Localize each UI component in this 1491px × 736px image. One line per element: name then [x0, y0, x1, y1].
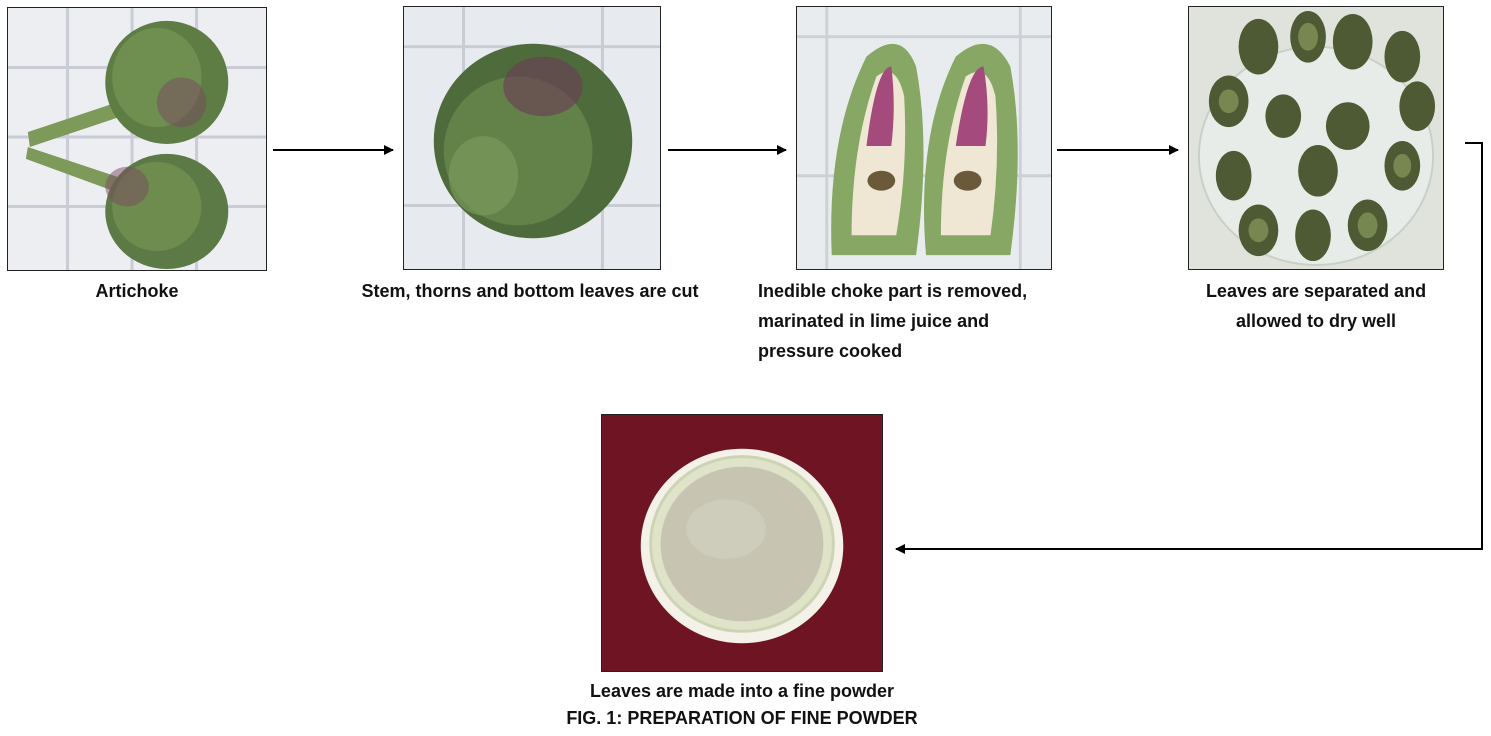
arrow-step4-to-step5	[896, 143, 1482, 549]
